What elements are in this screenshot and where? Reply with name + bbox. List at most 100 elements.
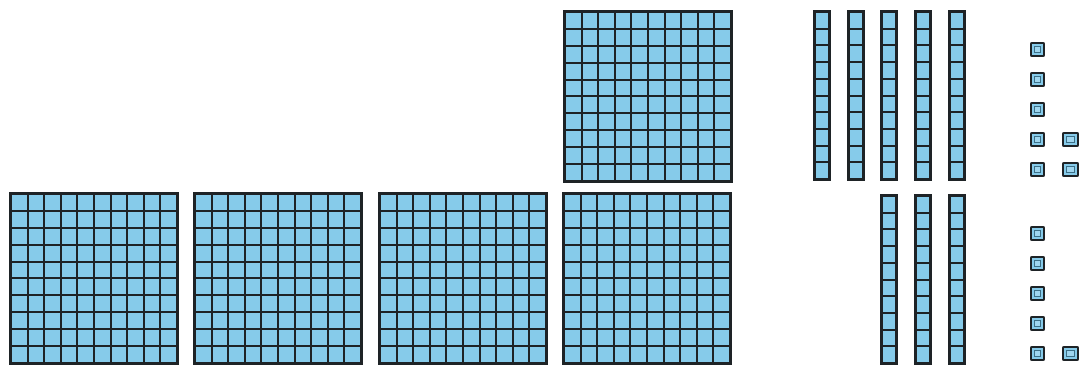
flat-cell (614, 245, 631, 262)
unit-cube (1030, 226, 1045, 241)
flat-cell (212, 346, 229, 363)
flat-cell (463, 211, 480, 228)
rod-cell (849, 162, 863, 179)
flat-cell (714, 63, 731, 80)
flat-cell (111, 278, 128, 295)
flat-cell (430, 295, 447, 312)
flat-cell (647, 194, 664, 211)
flat-cell (160, 194, 177, 211)
flat-cell (261, 329, 278, 346)
rod-cell (882, 346, 896, 363)
flat-cell (647, 228, 664, 245)
flat-cell (581, 228, 598, 245)
flat-cell (344, 262, 361, 279)
flat-cell (565, 130, 582, 147)
flat-cell (714, 113, 731, 130)
flat-cell (681, 113, 698, 130)
flat-cell (664, 295, 681, 312)
flat-cell (680, 194, 697, 211)
flat-cell (597, 211, 614, 228)
flat-cell (397, 228, 414, 245)
flat-cell (564, 295, 581, 312)
flat-cell (94, 278, 111, 295)
flat-cell (581, 245, 598, 262)
flat-cell (261, 346, 278, 363)
flat-cell (413, 262, 430, 279)
flat-cell (228, 245, 245, 262)
rod-cell (849, 12, 863, 29)
rod-cell (916, 229, 930, 246)
unit-cube (1030, 286, 1045, 301)
flat-cell (565, 113, 582, 130)
flat-cell (344, 312, 361, 329)
flat-cell (380, 346, 397, 363)
flat-cell (160, 228, 177, 245)
flat-cell (160, 211, 177, 228)
flat-cell (228, 312, 245, 329)
rod-cell (950, 45, 964, 62)
flat-cell (446, 295, 463, 312)
flat-cell (714, 12, 731, 29)
flat-cell (582, 96, 599, 113)
flat-cell (680, 329, 697, 346)
flat-cell (615, 63, 632, 80)
flat-cell (44, 262, 61, 279)
flat-cell (631, 164, 648, 181)
flat-cell (28, 211, 45, 228)
flat-cell (648, 147, 665, 164)
flat-cell (261, 312, 278, 329)
flat-cell (598, 147, 615, 164)
flat-cell (311, 245, 328, 262)
flat-cell (61, 329, 78, 346)
flat-cell (698, 96, 715, 113)
flat-cell (212, 329, 229, 346)
rod-cell (950, 96, 964, 113)
flat-cell (127, 312, 144, 329)
flat-cell (111, 211, 128, 228)
rod-cell (882, 330, 896, 347)
flat-cell (11, 295, 28, 312)
rod-cell (815, 29, 829, 46)
flat-cell (295, 245, 312, 262)
flat-cell (295, 312, 312, 329)
flat-cell (380, 295, 397, 312)
flat-cell (278, 295, 295, 312)
flat-cell (430, 278, 447, 295)
flat-cell (665, 80, 682, 97)
flat-cell (430, 245, 447, 262)
flat-cell (397, 262, 414, 279)
rod-cell (882, 229, 896, 246)
flat-cell (496, 329, 513, 346)
flat-cell (413, 245, 430, 262)
flat-cell (295, 194, 312, 211)
flat-cell (397, 295, 414, 312)
flat-cell (261, 211, 278, 228)
rod-cell (916, 79, 930, 96)
flat-cell (195, 346, 212, 363)
flat-cell (564, 194, 581, 211)
hundred-flat (563, 10, 733, 183)
flat-cell (344, 228, 361, 245)
flat-cell (463, 295, 480, 312)
flat-cell (430, 211, 447, 228)
flat-cell (228, 329, 245, 346)
flat-cell (713, 211, 730, 228)
flat-cell (581, 346, 598, 363)
flat-cell (529, 295, 546, 312)
flat-cell (529, 262, 546, 279)
flat-cell (344, 278, 361, 295)
rod-cell (950, 162, 964, 179)
flat-cell (565, 96, 582, 113)
flat-cell (614, 295, 631, 312)
flat-cell (344, 211, 361, 228)
ten-rod (948, 194, 966, 365)
rod-cell (882, 29, 896, 46)
flat-cell (631, 63, 648, 80)
flat-cell (11, 228, 28, 245)
flat-cell (261, 194, 278, 211)
flat-cell (648, 130, 665, 147)
flat-cell (714, 29, 731, 46)
flat-cell (598, 12, 615, 29)
flat-cell (697, 245, 714, 262)
flat-cell (28, 245, 45, 262)
